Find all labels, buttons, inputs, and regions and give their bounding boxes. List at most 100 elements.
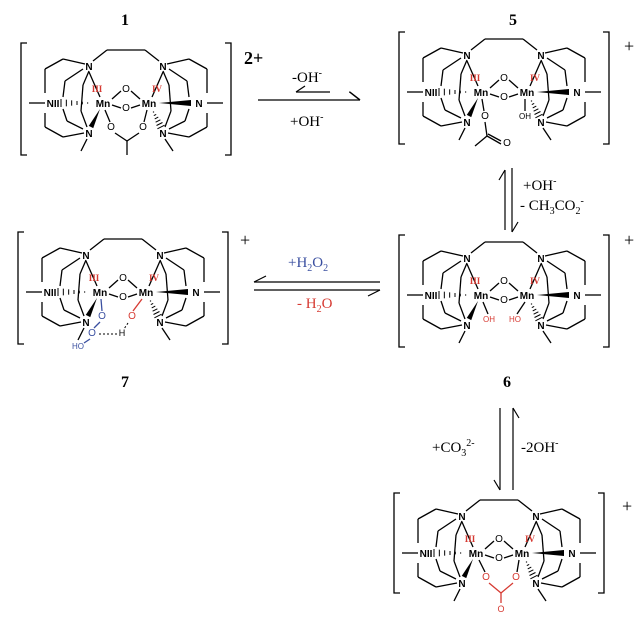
bond <box>88 71 101 98</box>
bond <box>62 58 86 65</box>
wedge-bond <box>466 301 478 321</box>
nitrogen-atom: N <box>463 254 470 265</box>
bond <box>435 508 459 515</box>
hash-bond <box>156 122 163 126</box>
bond <box>440 97 446 111</box>
bond <box>561 508 581 520</box>
hash-bond <box>152 111 155 113</box>
bond <box>508 296 519 301</box>
wedge-bond <box>85 298 97 318</box>
nitrogen-atom: N <box>532 512 539 523</box>
left-bracket-7 <box>17 231 24 345</box>
bond <box>108 279 119 289</box>
nitrogen-atom: NII <box>420 549 433 560</box>
bond <box>470 38 486 51</box>
bond <box>529 263 542 290</box>
bond <box>93 321 101 329</box>
bond <box>111 104 122 109</box>
hash-bond <box>532 308 537 312</box>
nitrogen-atom: N <box>458 579 465 590</box>
nitrogen-atom: NII <box>425 88 438 99</box>
bond <box>59 321 82 327</box>
bond <box>564 272 568 290</box>
nitrogen-atom: N <box>532 579 539 590</box>
bond <box>470 241 486 254</box>
bond <box>559 530 563 548</box>
bond <box>164 110 172 128</box>
hash-bond <box>530 574 538 580</box>
right-bracket-8 <box>598 492 605 594</box>
manganese-atom: Mn <box>474 291 488 302</box>
oxygen-atom: O <box>122 103 130 114</box>
hydrogen-label: H <box>119 328 126 338</box>
left-bracket-5 <box>398 31 405 145</box>
hash-bond <box>525 561 528 563</box>
oxygen-atom: O <box>88 328 96 339</box>
bond <box>161 299 169 317</box>
nitrogen-atom: N <box>82 251 89 262</box>
bond <box>466 60 479 87</box>
bond <box>59 297 65 311</box>
nitrogen-atom: N <box>195 99 202 110</box>
right-bracket-6 <box>603 234 610 348</box>
bond <box>166 58 190 65</box>
left-bracket-1 <box>20 42 27 156</box>
bond <box>546 109 564 119</box>
bond <box>541 534 545 562</box>
bond <box>422 318 442 330</box>
hash-bond <box>153 113 157 117</box>
bond <box>188 126 208 138</box>
label-minus-two-hydroxide: -2OH- <box>521 438 559 456</box>
nitrogen-atom: N <box>537 321 544 332</box>
oxygen-atom: O <box>98 311 106 322</box>
oxidation-state-label: IV <box>530 276 541 286</box>
bond <box>482 301 489 315</box>
oxidation-state-label: III <box>470 276 481 286</box>
bond <box>487 133 502 142</box>
bond <box>144 49 160 62</box>
arrow-5-to-6-head <box>511 221 519 233</box>
manganese-atom: Mn <box>139 288 153 299</box>
hash-bond <box>152 308 158 312</box>
manganese-atom: Mn <box>474 88 488 99</box>
bond <box>440 272 444 290</box>
nitrogen-atom: N <box>463 118 470 129</box>
bond <box>59 269 63 287</box>
bond <box>92 49 108 62</box>
hash-bond <box>154 116 159 120</box>
bond <box>557 558 563 572</box>
bond <box>108 293 119 298</box>
bond <box>546 276 550 304</box>
wedge-bond <box>532 550 564 556</box>
wedge-bond <box>156 289 188 295</box>
bond <box>522 241 538 254</box>
oxygen-atom: O <box>122 84 130 95</box>
hash-bond <box>149 300 152 302</box>
bond <box>458 330 466 344</box>
bond <box>478 559 486 573</box>
bond <box>546 312 564 322</box>
nitrogen-atom: N <box>568 549 575 560</box>
bond <box>542 302 550 320</box>
bond <box>444 109 462 119</box>
manganese-atom: Mn <box>520 88 534 99</box>
bond <box>540 262 548 278</box>
hash-bond <box>526 563 530 567</box>
oxygen-atom: O <box>503 138 511 149</box>
label-plus-hydroxide-1: +OH- <box>290 112 324 130</box>
nitrogen-atom: N <box>573 291 580 302</box>
bond <box>537 560 545 578</box>
bond <box>130 104 141 109</box>
label-minus-water: - H2O <box>297 296 333 315</box>
bond <box>127 293 138 298</box>
right-bracket-5 <box>603 31 610 145</box>
bond <box>458 99 466 117</box>
oxygen-atom: O <box>482 572 490 583</box>
bond <box>161 327 171 341</box>
bond <box>546 57 566 71</box>
bond <box>435 582 458 588</box>
nitrogen-atom: N <box>156 318 163 329</box>
